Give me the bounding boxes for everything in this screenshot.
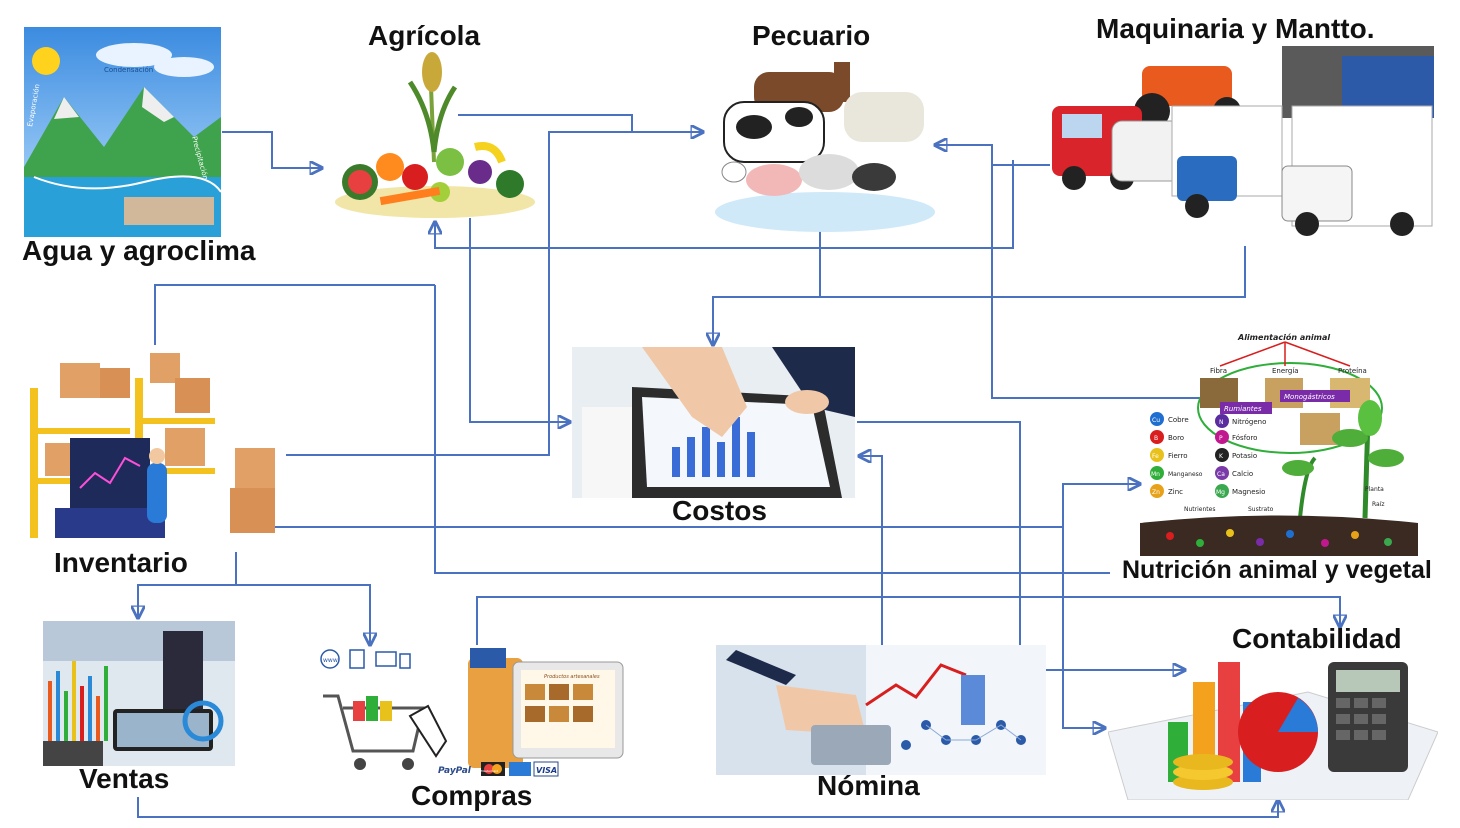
compras-image: www Productos artesanales PayPal MasterC… xyxy=(318,646,633,780)
agua-image: Condensación Precipitación Evaporación xyxy=(24,27,222,237)
nutricion-image: Alimentación animal Fibra Energía Proteí… xyxy=(1140,328,1418,556)
nutricion-energia: Energía xyxy=(1272,367,1299,375)
nutrient-mn-name: Manganeso xyxy=(1168,471,1203,478)
nutrient-mg-symbol: Mg xyxy=(1216,489,1225,496)
compras-productos-text: Productos artesanales xyxy=(544,674,600,680)
link-agua-agricola xyxy=(222,131,322,168)
link-costos-contabilidad xyxy=(857,421,1185,670)
link-compras-contabilidad xyxy=(476,596,1340,645)
contabilidad-label: Contabilidad xyxy=(1232,623,1402,654)
nutricion-nutrientes: Nutrientes xyxy=(1184,506,1215,513)
agua-label: Agua y agroclima xyxy=(22,235,256,266)
nutrient-b-name: Boro xyxy=(1168,434,1184,442)
link-inventario-pecuario xyxy=(286,131,703,456)
nutrient-k-symbol: K xyxy=(1219,453,1224,460)
nutrient-fe-name: Fierro xyxy=(1168,452,1188,460)
nutrient-b-symbol: B xyxy=(1154,435,1158,442)
nutrients-right: N Nitrógeno P Fósforo K Potasio Ca Calci… xyxy=(1215,414,1266,498)
nutricion-raiz: Raíz xyxy=(1372,501,1385,508)
link-agricola-costos xyxy=(469,218,570,422)
link-nutricion-contabilidad xyxy=(1062,527,1105,728)
nutrient-p-symbol: P xyxy=(1219,435,1223,442)
nutricion-planta: Planta xyxy=(1365,486,1384,493)
maquinaria-label: Maquinaria y Mantto. xyxy=(1096,13,1375,44)
nutricion-fibra: Fibra xyxy=(1210,367,1227,375)
link-nutricion-agricola xyxy=(434,285,1110,574)
compras-paypal-text: PayPal xyxy=(438,766,472,776)
ventas-label: Ventas xyxy=(79,763,170,794)
nutrient-k-name: Potasio xyxy=(1232,452,1257,460)
nutrient-ca-name: Calcio xyxy=(1232,470,1253,478)
nutrient-zn-symbol: Zn xyxy=(1152,489,1160,496)
nutrient-zn-name: Zinc xyxy=(1168,488,1183,496)
nutricion-sustrato: Sustrato xyxy=(1248,506,1274,513)
nutrient-n-name: Nitrógeno xyxy=(1232,418,1266,426)
nutrient-fe-symbol: Fe xyxy=(1152,453,1159,460)
nutrient-ca-symbol: Ca xyxy=(1217,471,1225,478)
pecuario-image xyxy=(714,52,936,232)
nutricion-proteina: Proteína xyxy=(1338,367,1367,375)
inventario-image xyxy=(25,348,283,546)
agua-condensacion-text: Condensación xyxy=(104,66,153,74)
inventario-label: Inventario xyxy=(54,547,188,578)
link-inventario-ventas xyxy=(138,552,237,618)
link-nomina-costos xyxy=(859,456,883,645)
nutrients-left: Cu Cobre B Boro Fe Fierro Mn Manganeso Z… xyxy=(1150,412,1203,498)
nutrient-cu-name: Cobre xyxy=(1168,416,1189,424)
nutrient-mn-symbol: Mn xyxy=(1151,471,1160,478)
pecuario-label: Pecuario xyxy=(752,20,871,51)
link-inventario-compras xyxy=(236,584,370,645)
nutrient-cu-symbol: Cu xyxy=(1152,417,1160,424)
link-inventario-agricola xyxy=(154,284,435,345)
contabilidad-image xyxy=(1107,652,1439,801)
nutricion-label: Nutrición animal y vegetal xyxy=(1122,556,1432,584)
costos-image xyxy=(572,347,855,498)
nutrient-mg-name: Magnesio xyxy=(1232,488,1265,496)
link-maquinaria-costos xyxy=(713,246,1246,345)
agricola-label: Agrícola xyxy=(368,20,481,51)
compras-www-text: www xyxy=(323,657,338,664)
nutricion-diagram-title: Alimentación animal xyxy=(1237,332,1330,342)
nomina-image xyxy=(716,645,1046,775)
compras-label: Compras xyxy=(411,780,533,811)
link-ventas-contabilidad xyxy=(137,797,1278,818)
compras-visa-text: VISA xyxy=(536,766,557,775)
nutrient-p-name: Fósforo xyxy=(1232,434,1257,442)
compras-mastercard-text: MasterCard xyxy=(481,769,498,773)
link-maquinaria-agricola xyxy=(435,160,1014,249)
link-inventario-nutricion xyxy=(262,484,1140,528)
ventas-image xyxy=(43,621,235,766)
maquinaria-image xyxy=(1052,46,1436,238)
nomina-label: Nómina xyxy=(817,770,920,801)
link-nutricion-pecuario xyxy=(991,145,1215,399)
nutricion-rumiantes: Rumiantes xyxy=(1224,405,1262,413)
nutricion-monogastricos: Monogástricos xyxy=(1284,393,1335,401)
nutrient-n-symbol: N xyxy=(1219,419,1224,426)
costos-label: Costos xyxy=(672,495,767,526)
agricola-image xyxy=(330,52,545,220)
